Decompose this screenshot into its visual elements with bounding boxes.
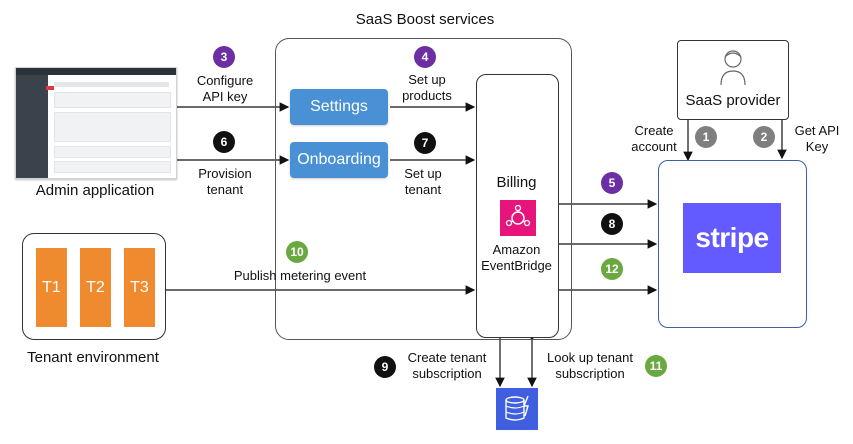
step-4-label-line1: Set up bbox=[408, 72, 446, 87]
step-10-label: Publish metering event bbox=[233, 268, 367, 283]
eventbridge-icon bbox=[500, 200, 536, 236]
admin-app-badge bbox=[46, 86, 54, 90]
admin-app-panel bbox=[54, 92, 171, 108]
onboarding-service[interactable]: Onboarding bbox=[290, 142, 388, 178]
saas-provider-box: SaaS provider bbox=[677, 40, 789, 120]
step-1-label-line1: Create bbox=[634, 123, 674, 138]
tenant-t3: T3 bbox=[124, 248, 155, 327]
step-6-label-line2: tenant bbox=[206, 182, 244, 197]
stripe-container: stripe bbox=[658, 160, 807, 328]
step-6-badge: 6 bbox=[213, 131, 235, 153]
step-10-badge: 10 bbox=[286, 241, 308, 263]
dynamodb-icon bbox=[496, 388, 538, 430]
step-3-label-line2: API key bbox=[202, 89, 248, 104]
tenant-environment-box: T1 T2 T3 bbox=[22, 233, 166, 340]
tenant-environment-label: Tenant environment bbox=[27, 349, 159, 366]
step-7-label-line1: Set up bbox=[404, 166, 442, 181]
eventbridge-label-line1: Amazon bbox=[492, 242, 541, 257]
step-3-badge: 3 bbox=[213, 46, 235, 68]
admin-app-row bbox=[54, 82, 169, 87]
person-icon bbox=[718, 47, 748, 87]
step-11-badge: 11 bbox=[645, 355, 667, 377]
step-5-badge: 5 bbox=[601, 172, 623, 194]
step-6-label-line1: Provision bbox=[198, 166, 252, 181]
step-2-label-line1: Get API bbox=[794, 123, 840, 138]
step-7-badge: 7 bbox=[414, 132, 436, 154]
tenant-t2: T2 bbox=[80, 248, 111, 327]
admin-app-panel bbox=[54, 161, 171, 173]
admin-app-panel bbox=[54, 146, 171, 158]
step-3-label-line1: Configure bbox=[196, 73, 254, 88]
billing-title: Billing bbox=[496, 174, 537, 191]
step-1-badge: 1 bbox=[695, 126, 717, 148]
admin-app-topbar bbox=[16, 68, 176, 75]
admin-app-sidebar bbox=[16, 75, 48, 178]
saas-provider-label: SaaS provider bbox=[685, 92, 781, 109]
stripe-logo: stripe bbox=[683, 203, 781, 273]
admin-app-panel bbox=[54, 112, 171, 142]
step-9-badge: 9 bbox=[374, 356, 396, 378]
saas-boost-services-box bbox=[275, 38, 572, 340]
step-2-label-line2: Key bbox=[805, 139, 829, 154]
admin-app-screenshot bbox=[15, 67, 177, 179]
step-11-label-line1: Look up tenant bbox=[546, 350, 634, 365]
step-4-label-line2: products bbox=[402, 88, 452, 103]
step-2-badge: 2 bbox=[753, 126, 775, 148]
tenant-t1: T1 bbox=[36, 248, 67, 327]
settings-service[interactable]: Settings bbox=[290, 89, 388, 125]
step-4-badge: 4 bbox=[414, 46, 436, 68]
eventbridge-label-line2: EventBridge bbox=[481, 258, 552, 273]
step-12-badge: 12 bbox=[601, 258, 623, 280]
step-11-label-line2: subscription bbox=[555, 366, 625, 381]
diagram-title: SaaS Boost services bbox=[355, 11, 495, 28]
step-7-label-line2: tenant bbox=[404, 182, 442, 197]
step-9-label-line2: subscription bbox=[412, 366, 482, 381]
step-1-label-line2: account bbox=[631, 139, 677, 154]
step-9-label-line1: Create tenant bbox=[407, 350, 487, 365]
admin-app-label: Admin application bbox=[35, 182, 155, 199]
step-8-badge: 8 bbox=[601, 213, 623, 235]
